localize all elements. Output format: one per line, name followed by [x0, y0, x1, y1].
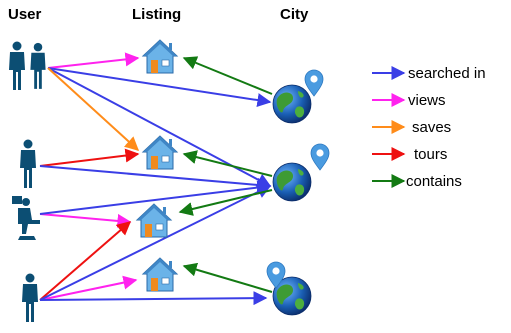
edge-searched-in: [47, 67, 272, 108]
globe-pin-icon: [272, 69, 324, 124]
person-icon: [9, 41, 25, 90]
edge-searched-in: [39, 180, 272, 215]
person-icon: [12, 196, 40, 240]
legend-item-views: views: [372, 92, 446, 109]
house-icon: [142, 257, 178, 292]
globe-icon: [272, 84, 312, 124]
column-header-city: City: [280, 6, 309, 23]
legend-label: tours: [414, 146, 447, 163]
user-node: [12, 196, 40, 240]
legend-item-saves: saves: [372, 119, 451, 136]
house-icon: [142, 135, 178, 170]
column-header-listing: Listing: [132, 6, 182, 23]
legend-label: saves: [412, 119, 451, 136]
edge-contains: [182, 56, 273, 95]
edge-views: [39, 213, 132, 228]
legend-label: views: [408, 92, 446, 109]
column-header-user: User: [8, 6, 42, 23]
edge-saves: [47, 67, 140, 151]
edge-tours: [39, 148, 140, 167]
legend-item-searched-in: searched in: [372, 65, 486, 82]
legend-item-tours: tours: [372, 146, 447, 163]
edge-contains: [182, 150, 273, 177]
house-icon: [142, 39, 178, 74]
legend-item-contains: contains: [372, 173, 462, 190]
edge-searched-in: [39, 165, 272, 192]
legend-label: contains: [406, 173, 462, 190]
pin-icon: [310, 143, 330, 171]
pin-icon: [304, 69, 324, 97]
edge-contains: [178, 189, 273, 216]
user-node: [22, 273, 38, 322]
user-node: [9, 41, 46, 90]
edges: [39, 52, 273, 306]
legend: searched in views saves tours contains: [372, 65, 486, 190]
edge-searched-in: [39, 291, 268, 306]
globe-icon: [272, 162, 312, 202]
edge-tours: [39, 221, 132, 301]
legend-label: searched in: [408, 65, 486, 82]
person-icon: [22, 273, 38, 322]
person-icon: [20, 139, 36, 188]
globe-pin-icon: [272, 143, 330, 202]
user-node: [20, 139, 36, 188]
person-icon: [30, 42, 46, 89]
edge-views: [47, 52, 140, 69]
globe-pin-icon: [266, 261, 312, 316]
edge-views: [39, 275, 138, 301]
house-icon: [136, 203, 172, 238]
edge-contains: [182, 262, 273, 293]
edge-searched-in: [39, 185, 272, 301]
